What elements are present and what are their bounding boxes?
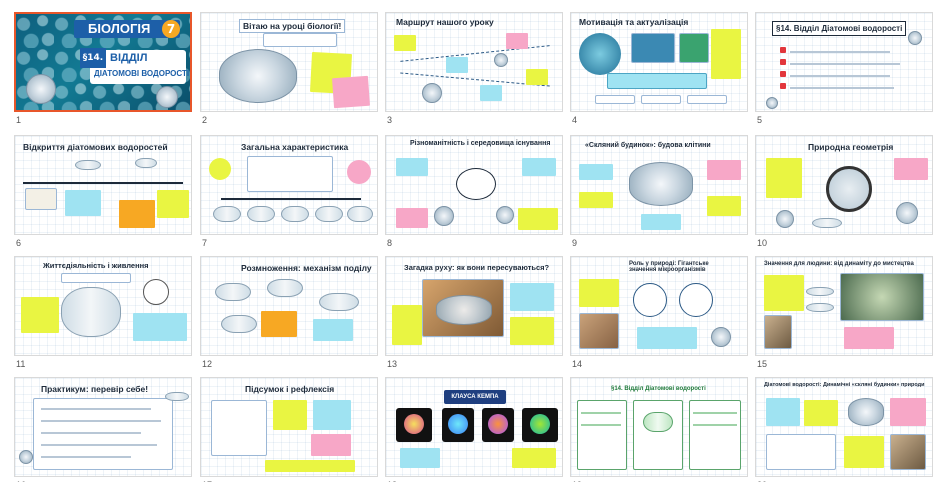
slide-number: 1: [16, 115, 22, 125]
slide-preview: Різноманітність і середовища існування: [385, 135, 563, 235]
slide-number: 18: [387, 480, 397, 482]
slide-title: Роль у природі: Гігантське значення мікр…: [629, 261, 709, 273]
cover-title-line2: ДІАТОМОВІ ВОДОРОСТІ: [94, 69, 190, 78]
slide-number: 6: [16, 238, 22, 248]
slide-number: 14: [572, 359, 583, 369]
slide-title: §14. Відділ Діатомові водорості: [611, 386, 706, 392]
slide-number: 20: [757, 480, 767, 482]
slide-number: 9: [572, 238, 578, 248]
slide-preview: Загальна характеристика: [200, 135, 378, 235]
slide-number: 13: [387, 359, 398, 369]
slide-preview: БІОЛОГІЯ 7 §14. ВІДДІЛ ДІАТОМОВІ ВОДОРОС…: [14, 12, 192, 112]
slide-title: Практикум: перевір себе!: [41, 384, 149, 394]
slide-preview: «Скляний будинок»: будова клітини: [570, 135, 748, 235]
slide-title: Загальна характеристика: [241, 142, 349, 152]
slide-title: Природна геометрія: [808, 142, 894, 152]
slide-title: Вітаю на уроці біології!: [239, 19, 346, 33]
slide-title: Мотивація та актуалізація: [579, 17, 689, 27]
slide-title: Життєдіяльність і живлення: [43, 261, 149, 270]
paragraph-label: §14.: [80, 48, 106, 68]
subject-title: БІОЛОГІЯ: [88, 21, 151, 36]
slide-number: 17: [202, 480, 212, 482]
slide-number: 15: [757, 359, 768, 369]
slide-number: 8: [387, 238, 393, 248]
slide-title: Відкриття діатомових водоростей: [23, 142, 168, 152]
slide-title: Різноманітність і середовища існування: [410, 140, 551, 147]
slide-title: «Скляний будинок»: будова клітини: [585, 142, 711, 149]
slide-preview: КЛАУСА КЕМПА: [385, 377, 563, 477]
slide-preview: Діатомові водорості: Динамічні «скляні б…: [755, 377, 933, 477]
slide-number: 16: [16, 480, 26, 482]
slide-preview: Маршрут нашого уроку: [385, 12, 563, 112]
slide-title: Підсумок і рефлексія: [245, 384, 335, 394]
grade-badge: 7: [162, 20, 180, 38]
slide-preview: Розмноження: механізм поділу: [200, 256, 378, 356]
slide-title: КЛАУСА КЕМПА: [444, 390, 506, 404]
cover-title-line1: ВІДДІЛ: [110, 52, 148, 64]
slide-preview: §14. Відділ Діатомові водорості: [755, 12, 933, 112]
slide-number: 11: [16, 359, 26, 369]
subject-banner: [74, 20, 180, 38]
slide-title: §14. Відділ Діатомові водорості: [772, 21, 907, 36]
slide-title: Маршрут нашого уроку: [396, 17, 494, 27]
slide-preview: Загадка руху: як вони пересуваються?: [385, 256, 563, 356]
slide-number: 3: [387, 115, 393, 125]
slide-title: Значення для людини: від динаміту до мис…: [764, 261, 914, 267]
slide-preview: Мотивація та актуалізація: [570, 12, 748, 112]
slide-number: 5: [757, 115, 763, 125]
slide-preview: Значення для людини: від динаміту до мис…: [755, 256, 933, 356]
slide-number: 12: [202, 359, 213, 369]
slide-title: Діатомові водорості: Динамічні «скляні б…: [764, 382, 925, 388]
slide-preview: Відкриття діатомових водоростей: [14, 135, 192, 235]
slide-number: 10: [757, 238, 768, 248]
slide-preview: Роль у природі: Гігантське значення мікр…: [570, 256, 748, 356]
slide-preview: Природна геометрія: [755, 135, 933, 235]
slide-preview: §14. Відділ Діатомові водорості: [570, 377, 748, 477]
slide-preview: Підсумок і рефлексія: [200, 377, 378, 477]
slide-number: 19: [572, 480, 582, 482]
slide-preview: Вітаю на уроці біології!: [200, 12, 378, 112]
slide-number: 4: [572, 115, 578, 125]
slide-number: 7: [202, 238, 208, 248]
slide-preview: Практикум: перевір себе!: [14, 377, 192, 477]
slide-number: 2: [202, 115, 208, 125]
slide-title: Загадка руху: як вони пересуваються?: [404, 263, 550, 272]
slide-preview: Життєдіяльність і живлення: [14, 256, 192, 356]
slide-title: Розмноження: механізм поділу: [241, 263, 372, 273]
